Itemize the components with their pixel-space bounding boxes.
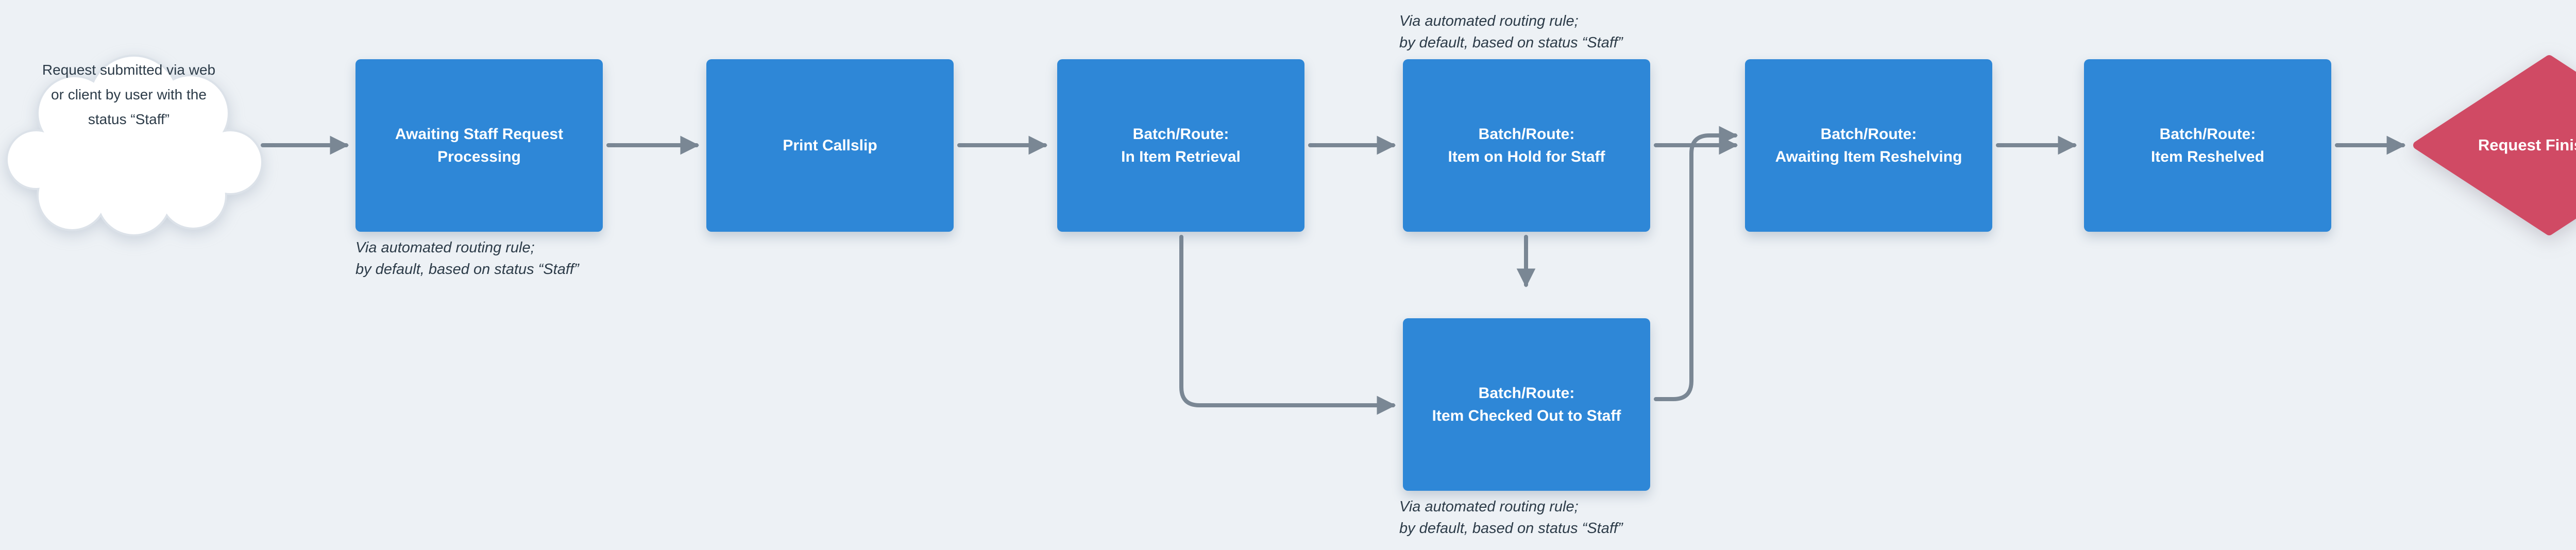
end-diamond [2403,49,2576,242]
node-label: Print Callslip [783,136,877,154]
elbow-checked-out-to-awaiting-reshelving [1654,126,1738,401]
node-label: Batch/Route: Item Reshelved [2150,125,2265,165]
node-label: Batch/Route: Item Checked Out to Staff [1432,384,1621,424]
elbow-in-item-retrieval-to-checked-out [1179,235,1396,415]
node-label: Batch/Route: In Item Retrieval [1121,125,1241,165]
start-cloud [5,51,263,242]
node-label: Batch/Route: Awaiting Item Reshelving [1775,125,1962,165]
node-awaiting-item-reshelving: Batch/Route: Awaiting Item Reshelving [1745,59,1992,232]
node-print-callslip: Print Callslip [706,59,954,232]
annotation-above-item-on-hold: Via automated routing rule; by default, … [1399,13,1623,51]
cloud-shape-icon [6,55,263,236]
node-item-on-hold-for-staff: Batch/Route: Item on Hold for Staff [1403,59,1650,232]
node-label: Batch/Route: Item on Hold for Staff [1448,125,1605,165]
node-item-reshelved: Batch/Route: Item Reshelved [2084,59,2331,232]
end-diamond-label: Request Finished [2478,136,2576,154]
start-cloud-label: Request submitted via web or client by u… [42,62,216,127]
node-awaiting-staff-request-processing: Awaiting Staff Request Processing [355,59,603,232]
node-in-item-retrieval: Batch/Route: In Item Retrieval [1057,59,1304,232]
node-label: Awaiting Staff Request Processing [395,125,564,165]
node-item-checked-out-to-staff: Batch/Route: Item Checked Out to Staff [1403,318,1650,491]
annotation-below-item-checked-out: Via automated routing rule; by default, … [1399,499,1623,537]
annotation-below-awaiting-processing: Via automated routing rule; by default, … [355,239,579,278]
diamond-shape-icon [2413,55,2576,235]
